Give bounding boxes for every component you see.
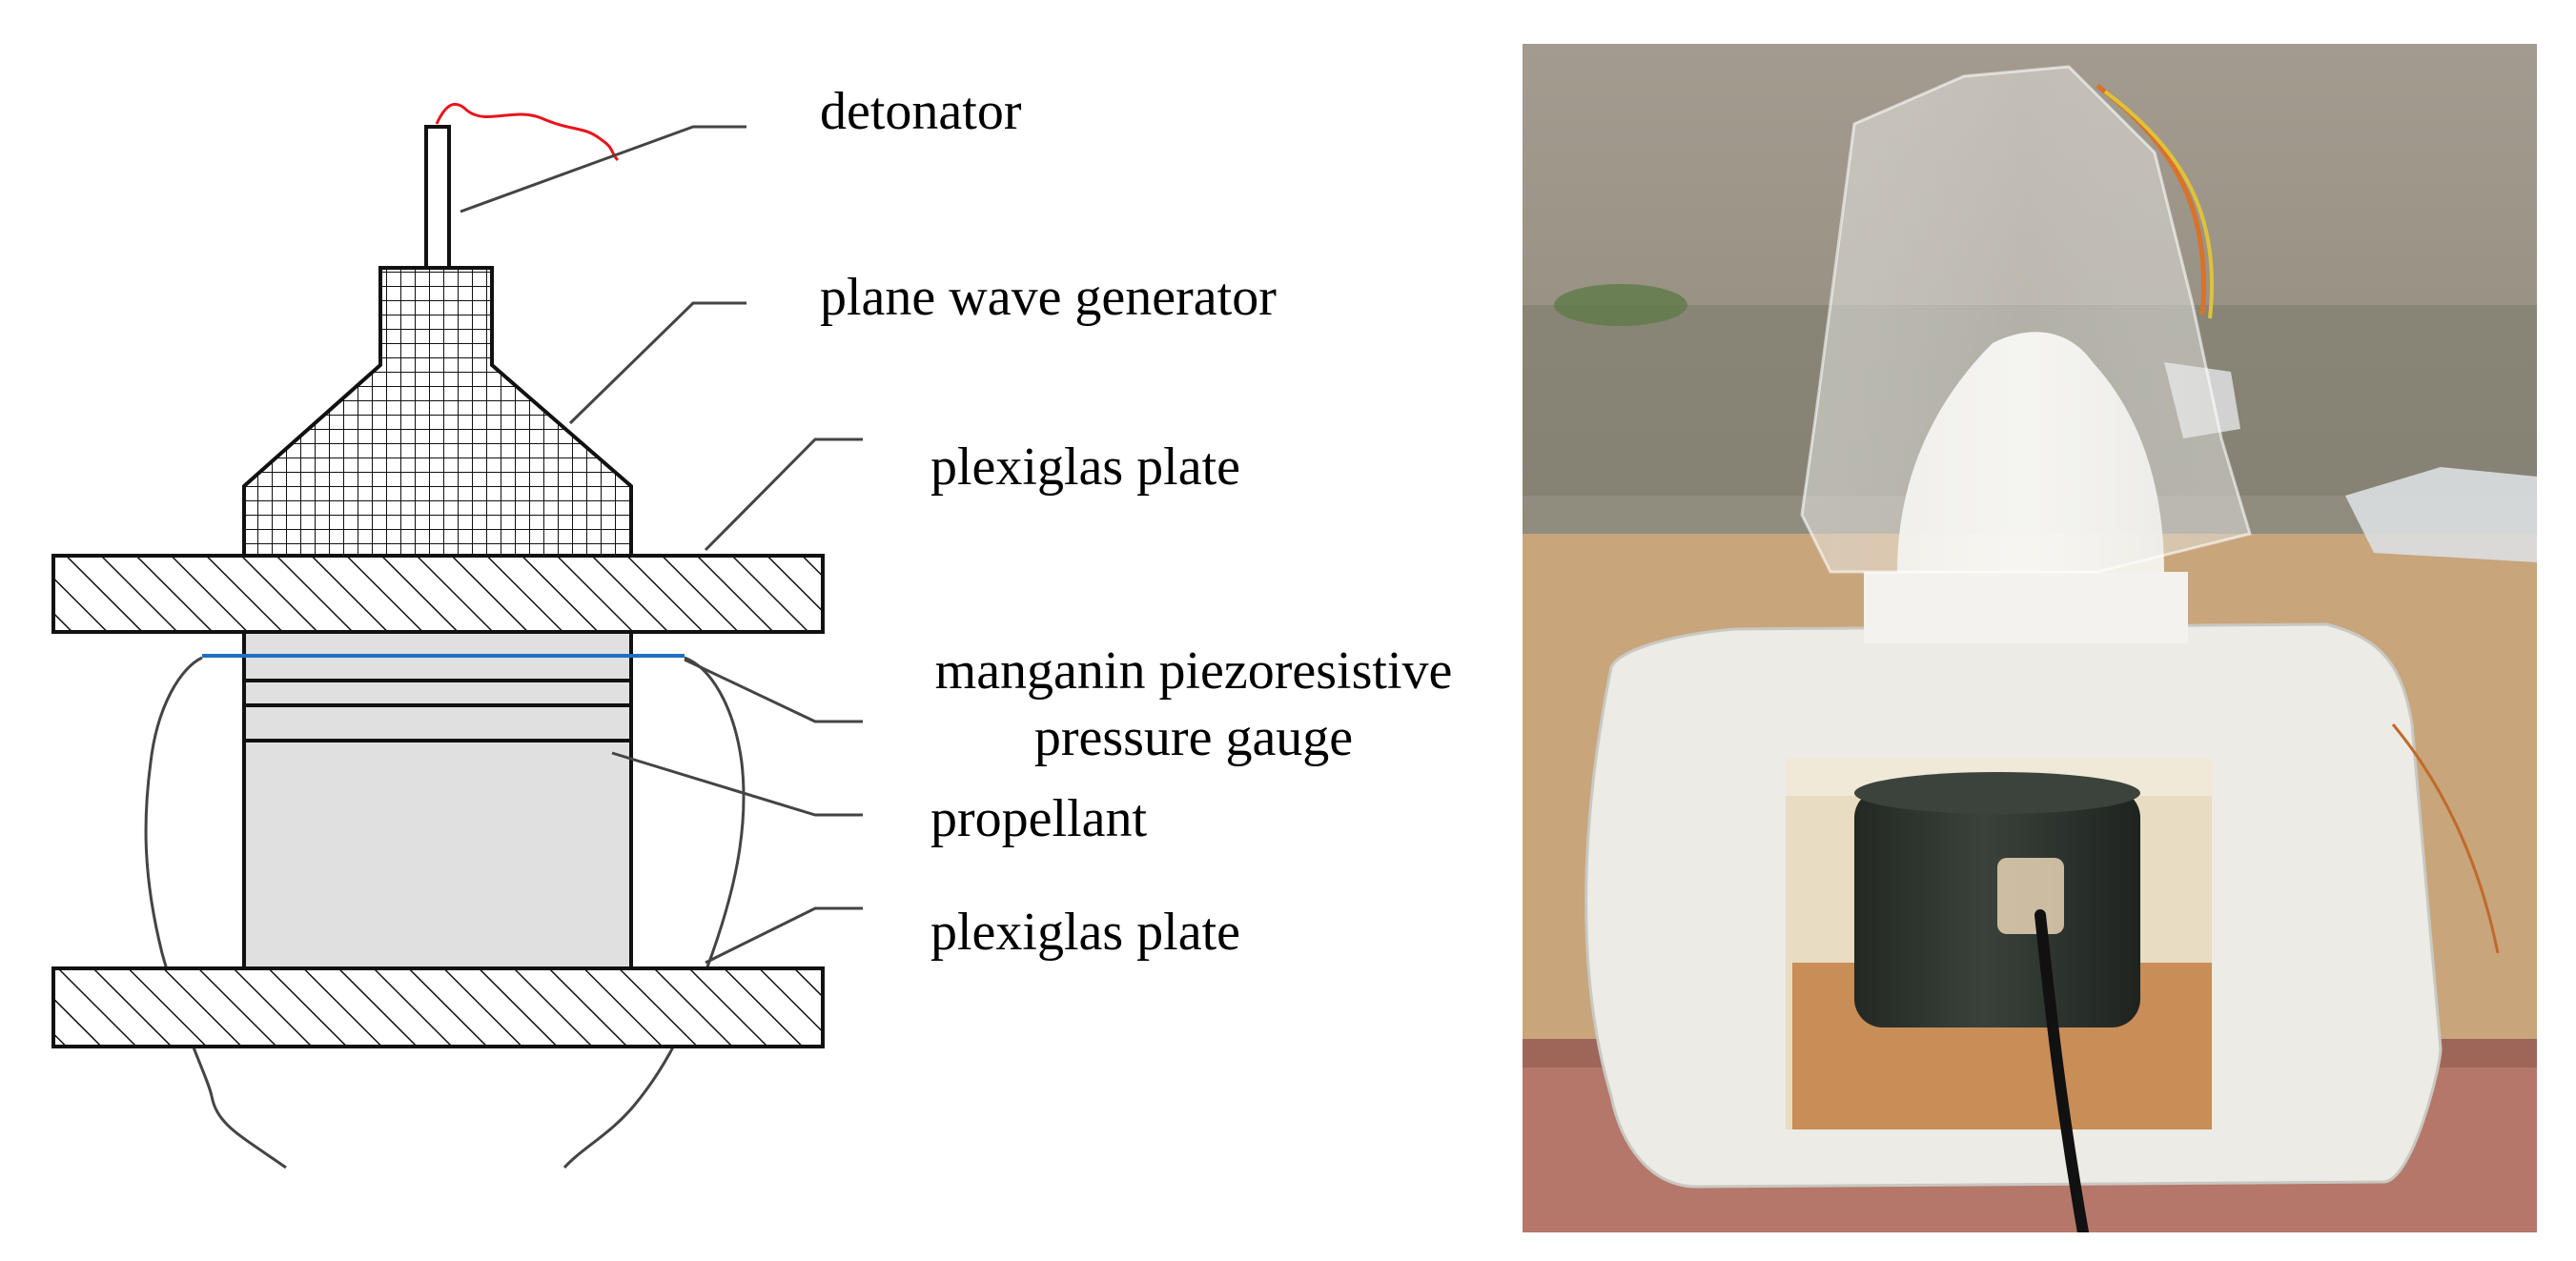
leader-plexiglas-bottom — [705, 906, 863, 965]
experiment-photo — [1523, 44, 2537, 1232]
leader-propellant — [611, 751, 863, 817]
photo-cylinder-top — [1854, 772, 2140, 814]
photo-debris — [2345, 467, 2537, 562]
plane-wave-generator-shape — [242, 266, 633, 558]
schematic-diagram: detonator plane wave generator plexiglas… — [51, 82, 1453, 1169]
propellant-column — [242, 630, 633, 970]
label-gauge-line1: manganin piezoresistive — [935, 641, 1453, 701]
leader-gauge — [684, 658, 863, 723]
photo-white-block — [1864, 572, 2188, 643]
label-detonator: detonator — [820, 82, 1022, 141]
photo-wire-yellow — [2103, 90, 2215, 319]
detonator-wire — [435, 102, 620, 162]
photo-cable — [2034, 909, 2089, 1232]
photo-greenery — [1554, 284, 1687, 326]
leader-plexiglas-top — [704, 437, 863, 552]
photo-gauge-tape — [1997, 858, 2064, 934]
plexiglas-plate-bottom-shape — [51, 966, 825, 1048]
leader-plane-wave-generator — [568, 301, 746, 425]
gauge-lead-left — [144, 656, 287, 1169]
gauge-lead-right — [562, 656, 746, 1169]
detonator-stem — [424, 125, 451, 270]
photo-wire-thin — [2391, 723, 2500, 954]
label-gauge-line2: pressure gauge — [1034, 708, 1353, 767]
label-propellant: propellant — [930, 789, 1147, 848]
photo-plastic-bag — [1800, 65, 2252, 574]
label-plexiglas-plate-bottom: plexiglas plate — [930, 903, 1240, 962]
label-plexiglas-plate-top: plexiglas plate — [930, 437, 1240, 497]
label-plane-wave-generator: plane wave generator — [820, 268, 1277, 327]
plexiglas-plate-top-shape — [51, 554, 825, 634]
leader-detonator — [460, 125, 746, 214]
